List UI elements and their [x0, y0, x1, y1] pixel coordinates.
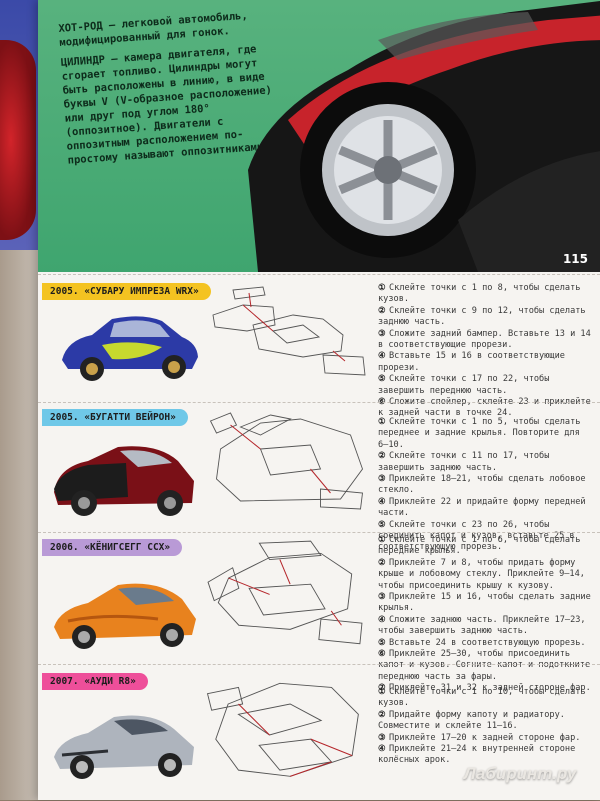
book-page: ХОТ-РОД — легковой автомобиль, модифицир…	[38, 0, 600, 800]
bugatti-car-image	[54, 446, 194, 516]
section-title-bugatti: 2005. «БУГАТТИ ВЕЙРОН»	[42, 409, 188, 426]
hero-car-illustration	[248, 1, 600, 272]
top-green-panel: ХОТ-РОД — легковой автомобиль, модифицир…	[38, 0, 600, 272]
page-number: 115	[562, 252, 588, 266]
section-title-audi: 2007. «АУДИ R8»	[42, 673, 148, 690]
section-title-koenigsegg: 2006. «КЁНИГСЕГГ CCX»	[42, 539, 183, 556]
subaru-assembly-diagram	[212, 286, 366, 376]
koenigsegg-assembly-diagram	[207, 540, 363, 645]
bugatti-assembly-diagram	[209, 412, 364, 510]
labirint-watermark-logo: Лабиринт.ру	[464, 764, 577, 783]
audi-car-image	[54, 715, 194, 779]
subaru-car-image	[62, 316, 198, 381]
koenigsegg-car-image	[54, 583, 196, 649]
section-title-subaru: 2005. «СУБАРУ ИМПРЕЗА WRX»	[42, 283, 211, 300]
audi-assembly-diagram	[206, 682, 359, 777]
left-page-red-car-fragment	[0, 40, 36, 240]
